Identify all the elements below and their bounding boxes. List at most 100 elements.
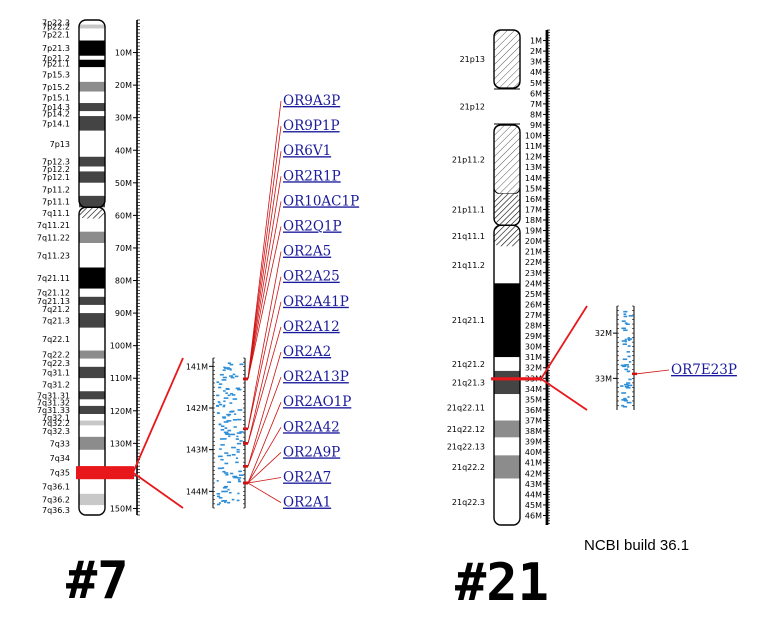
chromosome-band-7p15.1 xyxy=(79,91,105,104)
gene-feature-mark xyxy=(220,429,225,431)
gene-feature-mark xyxy=(235,375,239,378)
gene-link-or2a7[interactable]: OR2A7 xyxy=(283,470,331,486)
gene-feature-mark xyxy=(236,448,240,451)
gene-link-or9a3p[interactable]: OR9A3P xyxy=(283,93,340,109)
gene-feature-mark xyxy=(628,339,631,342)
zoom-tick-label: 33M xyxy=(595,374,612,383)
gene-feature-mark xyxy=(216,495,221,498)
gene-feature-mark xyxy=(216,493,221,495)
zoom-tick-label: 142M xyxy=(186,404,208,413)
chromosome-band-7p13 xyxy=(79,130,105,157)
gene-feature-mark xyxy=(238,480,242,483)
gene-connector-line xyxy=(247,201,282,379)
gene-feature-mark xyxy=(225,433,231,436)
gene-link-or2a1[interactable]: OR2A1 xyxy=(283,495,331,511)
gene-connector-line xyxy=(247,452,282,484)
ruler-tick-label: 90M xyxy=(115,309,132,318)
gene-link-or2a12[interactable]: OR2A12 xyxy=(283,319,340,335)
ruler-tick-label: 40M xyxy=(525,448,542,457)
band-label: 7q34 xyxy=(50,454,70,463)
gene-connector-line xyxy=(247,402,282,484)
chromosome-band-7q31.2 xyxy=(79,378,105,392)
gene-feature-mark xyxy=(221,500,224,502)
gene-feature-mark xyxy=(217,412,220,414)
band-label: 21p11.2 xyxy=(452,155,485,164)
gene-feature-mark xyxy=(626,370,630,373)
gene-feature-mark xyxy=(220,458,224,461)
gene-feature-mark xyxy=(628,361,632,363)
gene-link-or2a41p[interactable]: OR2A41P xyxy=(283,294,349,310)
gene-feature-mark xyxy=(224,427,228,429)
band-label: 7p12.3 xyxy=(42,158,70,167)
ruler-tick-label: 44M xyxy=(525,490,542,499)
gene-feature-mark xyxy=(227,481,232,483)
gene-connector-line xyxy=(247,126,282,379)
gene-feature-mark xyxy=(222,417,226,419)
band-label: 7q22.2 xyxy=(42,351,70,360)
gene-link-or2a13p[interactable]: OR2A13P xyxy=(283,369,349,385)
band-label: 7q32.2 xyxy=(42,419,70,428)
gene-feature-mark xyxy=(229,402,233,404)
gene-feature-mark xyxy=(223,400,226,403)
gene-link-or2a42[interactable]: OR2A42 xyxy=(283,419,340,435)
gene-feature-mark xyxy=(225,392,228,394)
chromosome-band-7p21.1 xyxy=(79,59,105,68)
chromosome-band-7p14.1 xyxy=(79,116,105,131)
gene-feature-mark xyxy=(217,467,223,470)
gene-link-or2a9p[interactable]: OR2A9P xyxy=(283,444,340,460)
gene-feature-mark xyxy=(226,388,230,391)
gene-connector-line xyxy=(247,477,282,484)
chromosome-band-7p12.2 xyxy=(79,166,105,172)
band-label: 7p22.1 xyxy=(42,30,70,39)
gene-link-or6v1[interactable]: OR6V1 xyxy=(283,143,331,159)
gene-feature-mark xyxy=(232,373,236,376)
band-label: 7q11.22 xyxy=(37,233,70,242)
gene-feature-mark xyxy=(227,394,231,397)
gene-feature-mark xyxy=(622,365,627,368)
gene-link-or2q1p[interactable]: OR2Q1P xyxy=(283,219,342,235)
gene-feature-mark xyxy=(227,362,232,364)
gene-link-or2ao1p[interactable]: OR2AO1P xyxy=(283,394,351,410)
gene-link-or10ac1p[interactable]: OR10AC1P xyxy=(283,193,359,209)
gene-link-or9p1p[interactable]: OR9P1P xyxy=(283,118,340,134)
gene-feature-mark xyxy=(218,401,221,404)
ruler-tick-label: 34M xyxy=(525,385,542,394)
gene-connector-line xyxy=(247,351,282,467)
gene-link-or2a25[interactable]: OR2A25 xyxy=(283,269,340,285)
gene-feature-mark xyxy=(236,442,242,445)
gene-feature-mark xyxy=(224,462,229,465)
gene-feature-mark xyxy=(218,423,222,426)
chromosome-band-7p12.1 xyxy=(79,171,105,183)
gene-feature-mark xyxy=(222,499,228,502)
ruler-tick-label: 37M xyxy=(525,417,542,426)
band-label: 7q21.12 xyxy=(37,289,70,298)
chromosome-band-7p22.1 xyxy=(79,28,105,41)
gene-feature-mark xyxy=(226,368,232,370)
gene-link-or2r1p[interactable]: OR2R1P xyxy=(283,168,341,184)
band-label: 21p11.1 xyxy=(452,205,485,214)
band-label: 7q11.1 xyxy=(42,209,70,218)
gene-feature-mark xyxy=(230,392,234,395)
chr7-band-labels: 7p22.37p22.27p22.17p21.37p21.27p21.17p15… xyxy=(37,18,70,515)
chromosome-band-7p11.2 xyxy=(79,182,105,196)
chromosome-band-7p22.3 xyxy=(79,20,105,25)
gene-link-or2a2[interactable]: OR2A2 xyxy=(283,344,331,360)
band-label: 7p14.2 xyxy=(42,110,70,119)
ruler-tick-label: 9M xyxy=(530,121,542,130)
chromosome-band-7q22.1 xyxy=(79,327,105,351)
band-label: 7q11.23 xyxy=(37,251,70,260)
gene-feature-mark xyxy=(235,438,239,440)
ruler-tick-label: 8M xyxy=(530,110,542,119)
chromosome-band-21q22.11 xyxy=(494,394,520,421)
gene-link-or2a5[interactable]: OR2A5 xyxy=(283,244,331,260)
gene-feature-mark xyxy=(228,491,232,494)
gene-feature-mark xyxy=(236,451,240,453)
zoom-tick-label: 143M xyxy=(186,446,208,455)
gene-feature-mark xyxy=(622,358,628,361)
gene-feature-mark xyxy=(237,479,241,481)
gene-feature-mark xyxy=(239,363,244,366)
chr21-ideogram xyxy=(493,29,521,526)
ruler-tick-label: 10M xyxy=(115,49,132,58)
gene-link-or7e23p[interactable]: OR7E23P xyxy=(671,362,737,378)
gene-feature-mark xyxy=(623,313,627,315)
